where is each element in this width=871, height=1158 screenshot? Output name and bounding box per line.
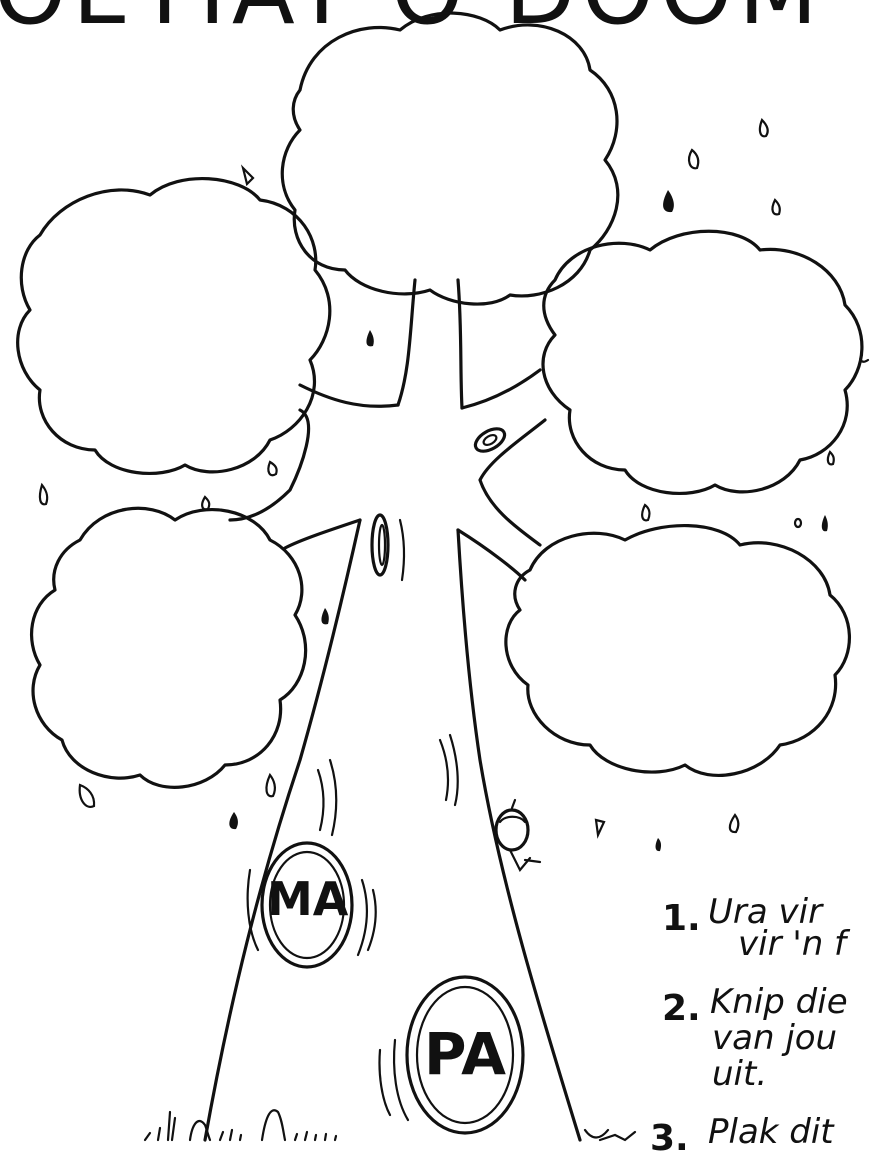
leaf-cloud-lower-left: [32, 508, 306, 787]
instruction-number: 2.: [662, 988, 701, 1029]
instruction-line: Plak dit: [708, 1116, 834, 1148]
falling-leaves: [40, 120, 868, 851]
instruction-line: Knip die: [710, 986, 848, 1018]
instruction-number: 3.: [650, 1118, 689, 1158]
instruction-line: van jou: [712, 1022, 837, 1054]
leaf-cloud-upper-left: [18, 179, 330, 474]
instruction-line: vir 'n f: [738, 928, 846, 960]
tree-trunk: [205, 280, 580, 1140]
instruction-number: 1.: [662, 898, 701, 939]
instruction-line: uit.: [712, 1058, 767, 1090]
bird-icon: [496, 800, 540, 870]
leaf-cloud-lower-right: [506, 526, 850, 776]
father-label: PA: [415, 1020, 515, 1088]
leaf-cloud-upper-right: [543, 231, 862, 493]
mother-label: MA: [267, 872, 347, 926]
